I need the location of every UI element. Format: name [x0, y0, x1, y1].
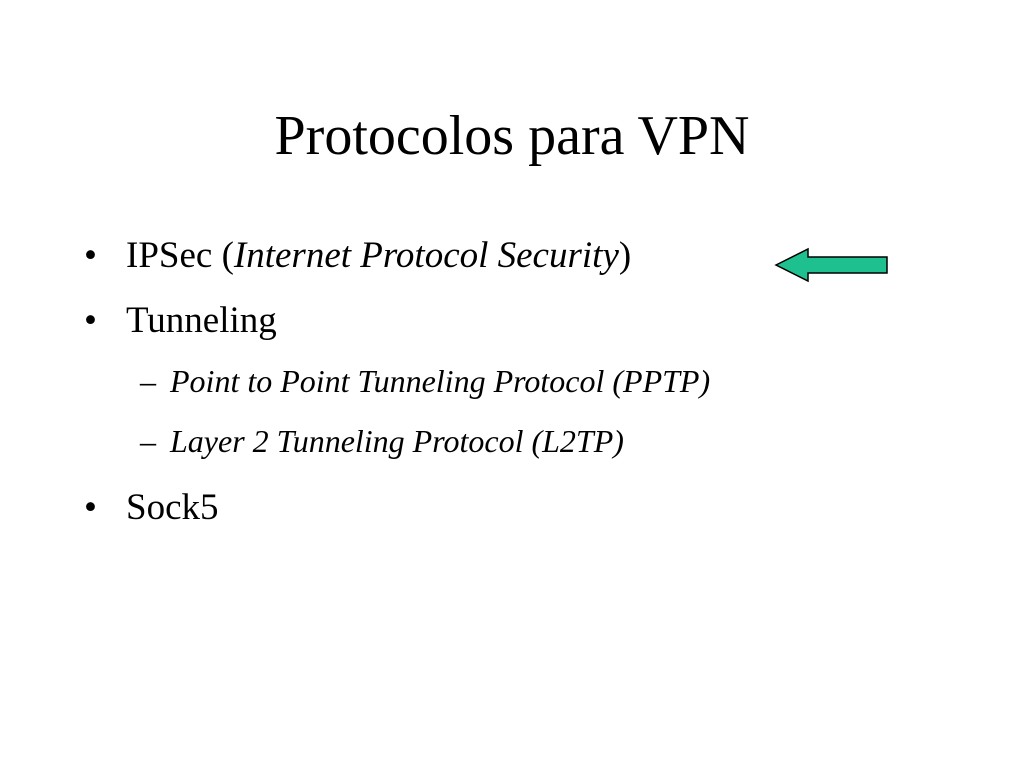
bullet-ipsec-prefix: IPSec ( [126, 235, 234, 276]
bullet-ipsec-emphasis: Internet Protocol Security [233, 235, 619, 276]
bullet-marker: • [84, 300, 97, 341]
bullet-sock5: • Sock5 [84, 485, 219, 531]
bullet-marker: • [84, 487, 97, 528]
left-arrow-shape [774, 247, 888, 283]
bullet-tunneling-text: Tunneling [126, 300, 277, 341]
bullet-marker: • [84, 235, 97, 276]
subitem-pptp: –Point to Point Tunneling Protocol (PPTP… [140, 361, 710, 401]
bullet-tunneling: • Tunneling [84, 298, 277, 344]
subitem-l2tp: –Layer 2 Tunneling Protocol (L2TP) [140, 421, 624, 461]
subitem-pptp-text: Point to Point Tunneling Protocol (PPTP) [170, 363, 711, 399]
subitem-marker: – [140, 423, 156, 459]
subitem-l2tp-text: Layer 2 Tunneling Protocol (L2TP) [170, 423, 624, 459]
bullet-ipsec: • IPSec (Internet Protocol Security) [84, 233, 631, 279]
bullet-ipsec-suffix: ) [618, 235, 632, 276]
bullet-sock5-text: Sock5 [126, 487, 219, 528]
left-arrow-icon [774, 247, 888, 283]
subitem-marker: – [140, 363, 156, 399]
slide-title: Protocolos para VPN [274, 105, 750, 167]
